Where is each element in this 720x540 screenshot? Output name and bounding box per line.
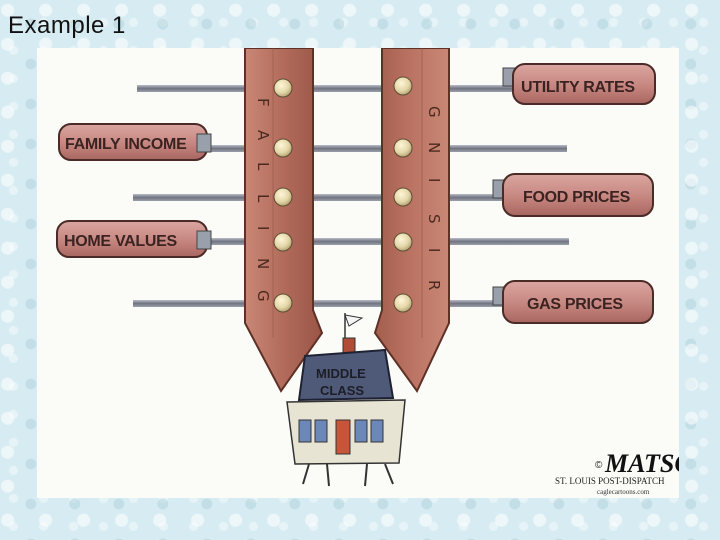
right-vise-bolts (393, 76, 413, 313)
handle-family-income: FAMILY INCOME (58, 123, 212, 161)
vise-letter: N (254, 258, 272, 269)
handle-utility-rates: UTILITY RATES (502, 63, 656, 105)
vise-letter: I (425, 178, 443, 182)
cartoon-credits: © MATSON ST. LOUIS POST-DISPATCH cagleca… (555, 449, 679, 496)
house-label: CLASS (320, 383, 364, 398)
vise-letter: A (254, 130, 272, 141)
vise-letter: R (425, 280, 443, 290)
vise-letter: G (254, 290, 272, 302)
handle-food-prices: FOOD PRICES (492, 173, 654, 217)
vise-letter: F (254, 98, 272, 107)
rod-3 (133, 194, 599, 201)
vise-letter: N (425, 142, 443, 153)
handle-label: FOOD PRICES (523, 189, 631, 206)
handle-gas-prices: GAS PRICES (492, 280, 654, 324)
left-vise-bolts (273, 78, 293, 313)
rod-1 (137, 85, 597, 92)
artist-signature: MATSON (604, 449, 679, 478)
publication-credit: ST. LOUIS POST-DISPATCH (555, 476, 665, 486)
handle-label: FAMILY INCOME (65, 136, 187, 153)
handle-home-values: HOME VALUES (56, 220, 212, 258)
right-vise-label: G N I S I R (425, 106, 443, 290)
rod-5 (133, 300, 599, 307)
vise-letter: G (425, 106, 443, 118)
slide-title: Example 1 (8, 12, 126, 39)
vise-letter: I (254, 226, 272, 230)
right-vise-jaw: G N I S I R (373, 48, 450, 393)
vise-letter: I (425, 248, 443, 252)
house-label: MIDDLE (316, 366, 366, 381)
vise-letter: L (254, 162, 272, 171)
syndicate-credit: caglecartoons.com (597, 488, 650, 496)
middle-class-house: MIDDLE CLASS (286, 313, 406, 487)
vise-letter: S (425, 214, 443, 224)
left-vise-label: F A L L I N G (254, 98, 272, 302)
handle-label: HOME VALUES (64, 233, 177, 250)
editorial-cartoon: F A L L I N G G N I S I R (37, 48, 679, 498)
left-vise-jaw: F A L L I N G (244, 48, 324, 393)
copyright-symbol: © (595, 460, 603, 471)
handle-label: UTILITY RATES (521, 79, 635, 96)
handle-label: GAS PRICES (527, 296, 623, 313)
vise-letter: L (254, 194, 272, 203)
